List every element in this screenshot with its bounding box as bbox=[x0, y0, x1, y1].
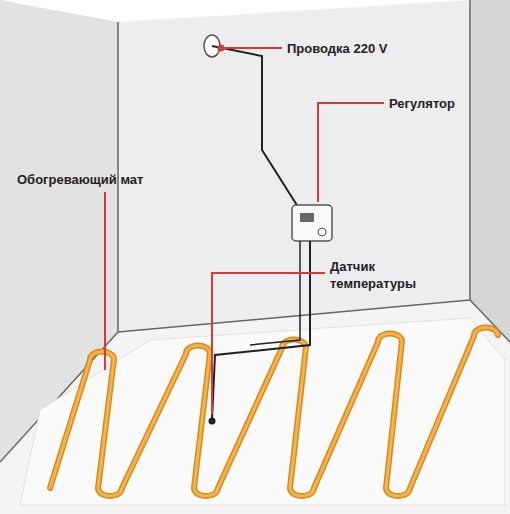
leader-line bbox=[212, 273, 325, 414]
callout-label: Обогревающий мат bbox=[14, 170, 146, 189]
callout-label: Проводка 220 V bbox=[284, 39, 390, 58]
heating-cable bbox=[50, 327, 498, 496]
temperature-sensor bbox=[209, 418, 216, 425]
leader-line bbox=[318, 103, 384, 202]
callout-label: Регулятор bbox=[386, 94, 458, 113]
regulator-box bbox=[292, 205, 332, 241]
mat-base bbox=[20, 318, 505, 505]
leader-line bbox=[104, 192, 106, 370]
leader-dot bbox=[219, 46, 224, 51]
regulator-display bbox=[300, 213, 314, 222]
sensor-wire bbox=[212, 241, 310, 420]
leader-line bbox=[221, 47, 282, 49]
leader-lines bbox=[105, 46, 384, 415]
supply-wire bbox=[212, 46, 300, 210]
callout-label: Датчик температуры bbox=[327, 257, 443, 293]
floor bbox=[0, 300, 510, 514]
regulator-knob bbox=[318, 228, 326, 236]
heating-cable-core bbox=[50, 327, 498, 496]
mat-wire bbox=[250, 241, 300, 345]
back-wall bbox=[118, 0, 470, 332]
right-wall bbox=[470, 0, 510, 342]
